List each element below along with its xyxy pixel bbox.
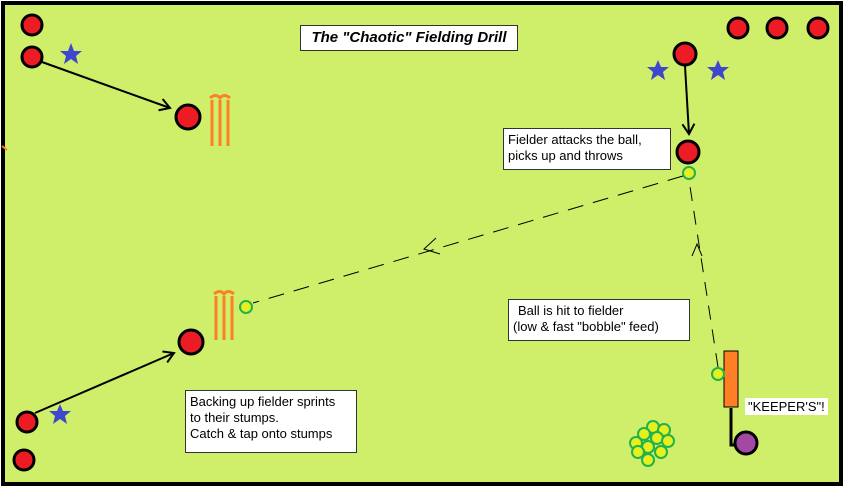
note-ball-hit: Ball is hit to fielder (low & fast "bobb… bbox=[508, 299, 690, 341]
player-top-left-2 bbox=[20, 45, 44, 69]
player-fielder bbox=[675, 139, 701, 165]
note-line: Backing up fielder sprints bbox=[190, 394, 336, 409]
note-line: Fielder attacks the ball, bbox=[508, 132, 642, 147]
run-arrow-top bbox=[41, 61, 172, 112]
note-line: Ball is hit to fielder bbox=[518, 303, 624, 318]
keeper-label: "KEEPER'S"! bbox=[745, 398, 828, 415]
note-line: picks up and throws bbox=[508, 148, 623, 163]
note-line: Catch & tap onto stumps bbox=[190, 426, 333, 441]
player-at-top-stumps bbox=[174, 103, 202, 131]
ball-at-stumps bbox=[239, 300, 253, 314]
ball-at-fielder bbox=[682, 166, 696, 180]
cone-star-icon bbox=[707, 60, 729, 80]
note-line: (low & fast "bobble" feed) bbox=[513, 319, 659, 334]
stumps-bottom-icon bbox=[213, 290, 235, 340]
hit-direction-chevron bbox=[691, 242, 703, 257]
edge-mark bbox=[1, 145, 8, 151]
stumps-top-icon bbox=[209, 94, 231, 146]
hit-path bbox=[688, 179, 719, 368]
player-bottom-left-2 bbox=[12, 448, 36, 472]
cone-star-icon bbox=[647, 60, 669, 80]
player-top-right-3 bbox=[806, 16, 830, 40]
attack-arrow bbox=[681, 65, 696, 136]
note-line: to their stumps. bbox=[190, 410, 279, 425]
player-bottom-left-1 bbox=[15, 410, 39, 434]
cone-star-icon bbox=[60, 43, 82, 64]
player-top-left-1 bbox=[20, 13, 44, 37]
player-top-right-1 bbox=[726, 16, 750, 40]
run-arrow-bottom bbox=[34, 350, 176, 414]
keeper-player bbox=[733, 430, 759, 456]
throw-path bbox=[252, 175, 684, 304]
throw-direction-chevron bbox=[423, 237, 441, 255]
ball-pile-icon bbox=[629, 420, 675, 467]
diagram-title: The "Chaotic" Fielding Drill bbox=[300, 25, 518, 51]
player-fielder-start bbox=[672, 41, 698, 67]
note-fielder-attacks: Fielder attacks the ball, picks up and t… bbox=[503, 128, 671, 170]
note-backing-up: Backing up fielder sprints to their stum… bbox=[185, 390, 357, 453]
ball-at-bat bbox=[711, 367, 725, 381]
player-top-right-2 bbox=[765, 16, 789, 40]
bat-icon bbox=[723, 350, 739, 408]
player-at-bottom-stumps bbox=[177, 328, 205, 356]
cone-star-icon bbox=[49, 404, 71, 424]
